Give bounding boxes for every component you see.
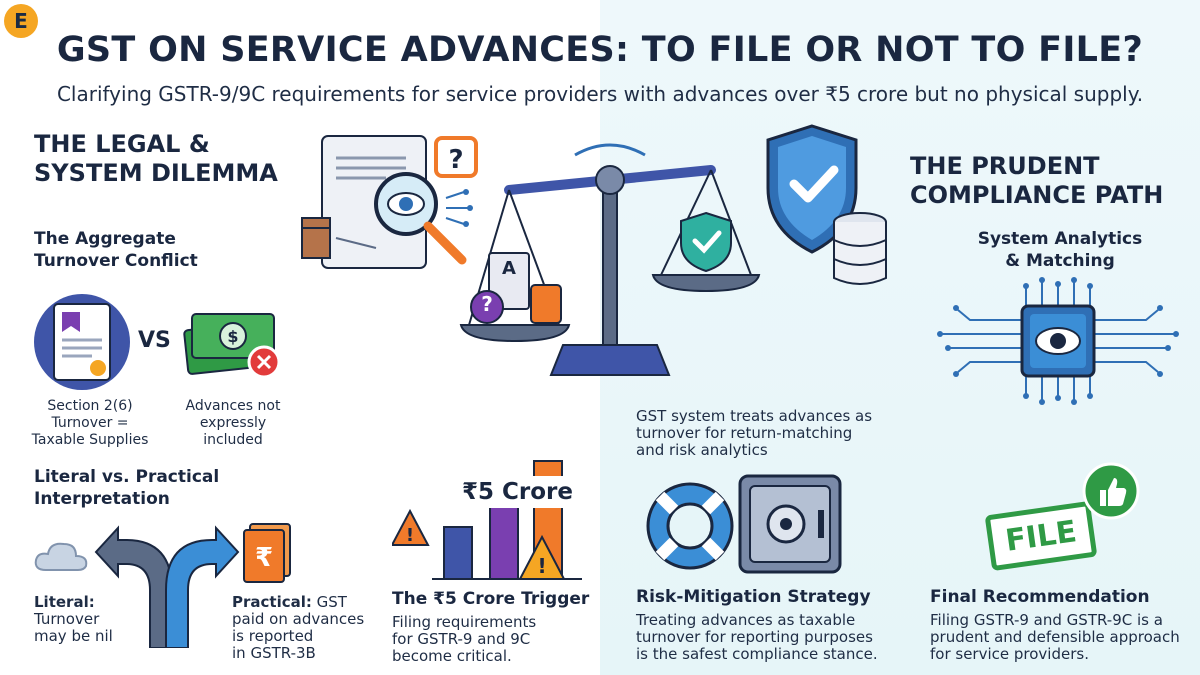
document-letter: A <box>502 258 516 279</box>
advances-caption: Advances not expressly included <box>185 398 281 448</box>
risk-heading: Risk-Mitigation Strategy <box>636 587 871 607</box>
trigger-heading: The ₹5 Crore Trigger <box>392 589 590 609</box>
crore-badge: ₹5 Crore <box>455 476 580 508</box>
interpretation-heading: Literal vs. Practical Interpretation <box>34 467 220 509</box>
legal-scroll-magnifier-icon: ? <box>301 135 478 269</box>
risk-caption: Treating advances as taxable turnover fo… <box>636 611 878 663</box>
question-mark-badge: ? <box>481 292 493 316</box>
crore-trigger-chart-icon: ! ! <box>392 460 582 580</box>
balance-scale-icon <box>459 143 761 376</box>
thumbs-up-icon <box>1082 462 1140 520</box>
vs-label: VS <box>138 328 171 353</box>
legal-document-icon <box>34 294 130 390</box>
cloud-icon <box>34 542 88 571</box>
analytics-heading: System Analytics & Matching <box>977 229 1143 271</box>
rupee-document-icon: ₹ <box>243 523 291 583</box>
svg-text:₹: ₹ <box>255 543 273 573</box>
fork-arrows-icon <box>94 525 240 648</box>
analytics-chip-icon <box>937 277 1179 405</box>
literal-caption: Literal: Turnover may be nil <box>34 593 113 645</box>
final-heading: Final Recommendation <box>930 587 1150 607</box>
security-shield-icon <box>766 124 887 285</box>
svg-text:?: ? <box>448 145 463 175</box>
svg-text:!: ! <box>406 525 414 546</box>
legal-dilemma-heading: THE LEGAL & SYSTEM DILEMMA <box>34 130 278 187</box>
section-2-6-caption: Section 2(6) Turnover = Taxable Supplies <box>31 398 149 448</box>
brand-logo: E <box>4 4 38 38</box>
cash-advance-icon: $ <box>183 313 281 379</box>
trigger-caption: Filing requirements for GSTR-9 and 9C be… <box>392 613 537 665</box>
page-subtitle: Clarifying GSTR-9/9C requirements for se… <box>56 82 1144 106</box>
page-title: GST ON SERVICE ADVANCES: TO FILE OR NOT … <box>56 30 1144 70</box>
practical-caption: Practical: GST paid on advances is repor… <box>232 593 365 662</box>
prudent-path-heading: THE PRUDENT COMPLIANCE PATH <box>910 152 1164 209</box>
svg-text:$: $ <box>227 327 238 346</box>
analytics-caption: GST system treats advances as turnover f… <box>636 407 873 459</box>
svg-text:!: ! <box>537 554 546 578</box>
aggregate-turnover-heading: The Aggregate Turnover Conflict <box>34 229 198 271</box>
lifebuoy-safe-icon <box>646 474 842 574</box>
final-caption: Filing GSTR-9 and GSTR-9C is a prudent a… <box>930 611 1180 663</box>
